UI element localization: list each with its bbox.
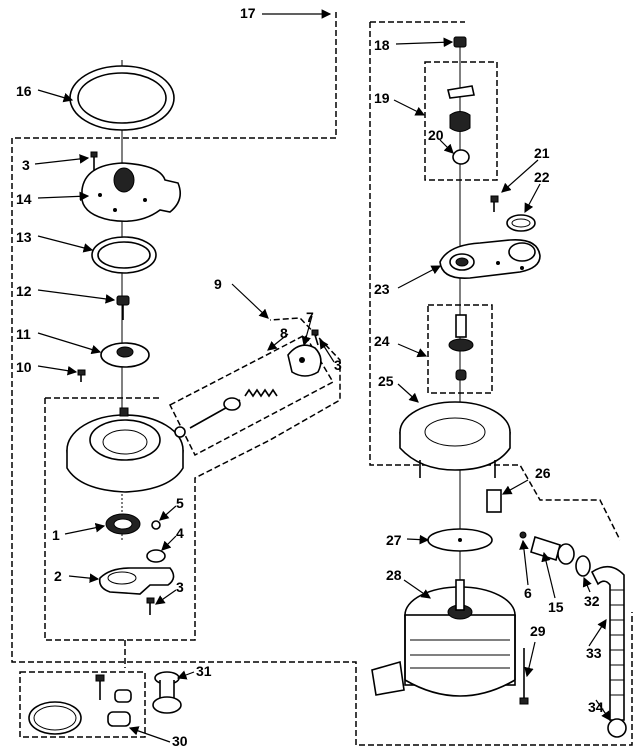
callout-24: 24 — [374, 333, 390, 349]
part-9-pump-housing — [66, 407, 186, 493]
part-24-coupling — [448, 314, 474, 381]
part-21-screw — [490, 195, 499, 212]
part-30-kit — [28, 674, 132, 735]
callout-5: 5 — [176, 495, 184, 511]
part-16-ring — [69, 65, 175, 131]
callout-6: 6 — [524, 585, 532, 601]
callout-21: 21 — [534, 145, 550, 161]
part-29-screw — [519, 648, 529, 705]
callout-10: 10 — [16, 359, 32, 375]
group-right-boundary — [369, 21, 621, 541]
callout-22: 22 — [534, 169, 550, 185]
group-8-boundary — [168, 334, 335, 457]
callout-1: 1 — [52, 527, 60, 543]
callout-3-bottom: 3 — [176, 579, 184, 595]
group-17-boundary — [11, 12, 633, 746]
part-10-screw — [77, 369, 86, 382]
part-5-ball — [151, 520, 161, 530]
callout-labels: 17 16 3 14 13 12 11 10 9 8 7 3 1 2 5 4 3… — [16, 5, 604, 749]
part-20-bushing — [452, 149, 470, 165]
part-12-nut — [116, 295, 130, 320]
part-3-screw-valve — [311, 329, 319, 346]
part-15-fitting — [530, 535, 575, 565]
part-19-spring-clip — [447, 85, 475, 132]
callout-32: 32 — [584, 593, 600, 609]
callout-13: 13 — [16, 229, 32, 245]
part-7-bracket — [287, 344, 322, 377]
callout-33: 33 — [586, 645, 602, 661]
callout-17: 17 — [240, 5, 256, 21]
callout-12: 12 — [16, 283, 32, 299]
callout-27: 27 — [386, 532, 402, 548]
part-33-hose — [590, 565, 625, 721]
callout-28: 28 — [386, 567, 402, 583]
callout-20: 20 — [428, 127, 444, 143]
leader-lines — [34, 9, 611, 743]
part-23-plate — [439, 239, 541, 279]
group-30-boundary — [19, 671, 146, 738]
part-22-grommet — [506, 214, 536, 232]
group-19-boundary — [424, 61, 498, 181]
callout-11: 11 — [16, 326, 31, 342]
part-8-valve — [189, 388, 278, 429]
part-1-filter — [105, 513, 141, 535]
callout-29: 29 — [530, 623, 546, 639]
part-11-impeller — [100, 342, 150, 368]
part-25-motor-mount — [399, 401, 511, 478]
part-18-nut — [453, 36, 467, 48]
part-34-end-cap — [607, 718, 627, 738]
callout-26: 26 — [535, 465, 551, 481]
part-3-screw-bottom — [146, 597, 155, 615]
callout-23: 23 — [374, 281, 390, 297]
callout-31: 31 — [196, 663, 212, 679]
callout-16: 16 — [16, 83, 32, 99]
part-27-disk — [427, 528, 493, 552]
callout-7: 7 — [306, 309, 314, 325]
callout-8: 8 — [280, 325, 288, 341]
callout-3-top: 3 — [22, 157, 30, 173]
callout-14: 14 — [16, 191, 32, 207]
part-2-base — [98, 567, 175, 595]
callout-18: 18 — [374, 37, 390, 53]
callout-34: 34 — [588, 699, 604, 715]
part-32-clamp — [575, 555, 591, 577]
part-6-washer — [519, 531, 527, 539]
part-31-plug — [152, 671, 182, 714]
part-4-oring — [146, 549, 166, 563]
callout-9: 9 — [214, 276, 222, 292]
part-26-clip — [486, 489, 502, 513]
callout-4: 4 — [176, 525, 184, 541]
part-28-motor — [371, 579, 516, 697]
part-3-screw-top — [90, 151, 98, 170]
part-14-cover — [81, 162, 181, 223]
callout-15: 15 — [548, 599, 564, 615]
callout-3-valve: 3 — [334, 357, 342, 373]
callout-19: 19 — [374, 90, 390, 106]
callout-25: 25 — [378, 373, 394, 389]
part-13-ring — [91, 236, 157, 274]
callout-2: 2 — [54, 568, 62, 584]
callout-30: 30 — [172, 733, 188, 749]
